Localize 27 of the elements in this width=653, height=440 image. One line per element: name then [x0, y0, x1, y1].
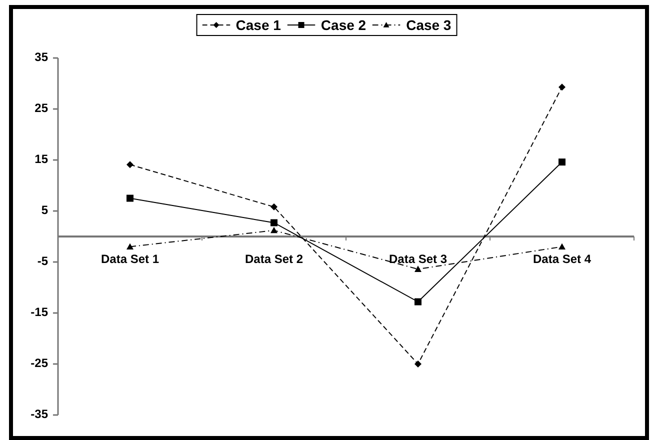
point: [126, 161, 134, 168]
category-label: Data Set 4: [532, 252, 592, 266]
point: [414, 360, 422, 368]
legend-label: Case 3: [406, 17, 452, 33]
point: [270, 226, 278, 234]
point: [126, 194, 134, 202]
axis-tick-label: 5: [41, 203, 48, 217]
axis-tick-label: -5: [37, 254, 48, 268]
axis-tick-label: -15: [30, 305, 48, 319]
point: [558, 84, 566, 91]
point: [270, 203, 278, 210]
axis-tick-label: 15: [34, 152, 48, 166]
axis-tick-label: -25: [30, 356, 48, 370]
point: [270, 219, 278, 226]
category-label: Data Set 1: [100, 252, 160, 266]
legend-label: Case 1: [236, 17, 281, 33]
point: [126, 243, 134, 250]
axis-tick-label: 25: [34, 101, 48, 115]
legend-label: Case 2: [320, 17, 366, 33]
category-label: Data Set 2: [244, 252, 304, 266]
axis-tick-label: -35: [30, 407, 48, 421]
axis-tick-label: 35: [34, 50, 48, 64]
point: [414, 266, 422, 272]
point: [558, 158, 566, 166]
point: [414, 298, 422, 306]
point: [558, 243, 566, 250]
category-label: Data Set 3: [388, 252, 448, 266]
